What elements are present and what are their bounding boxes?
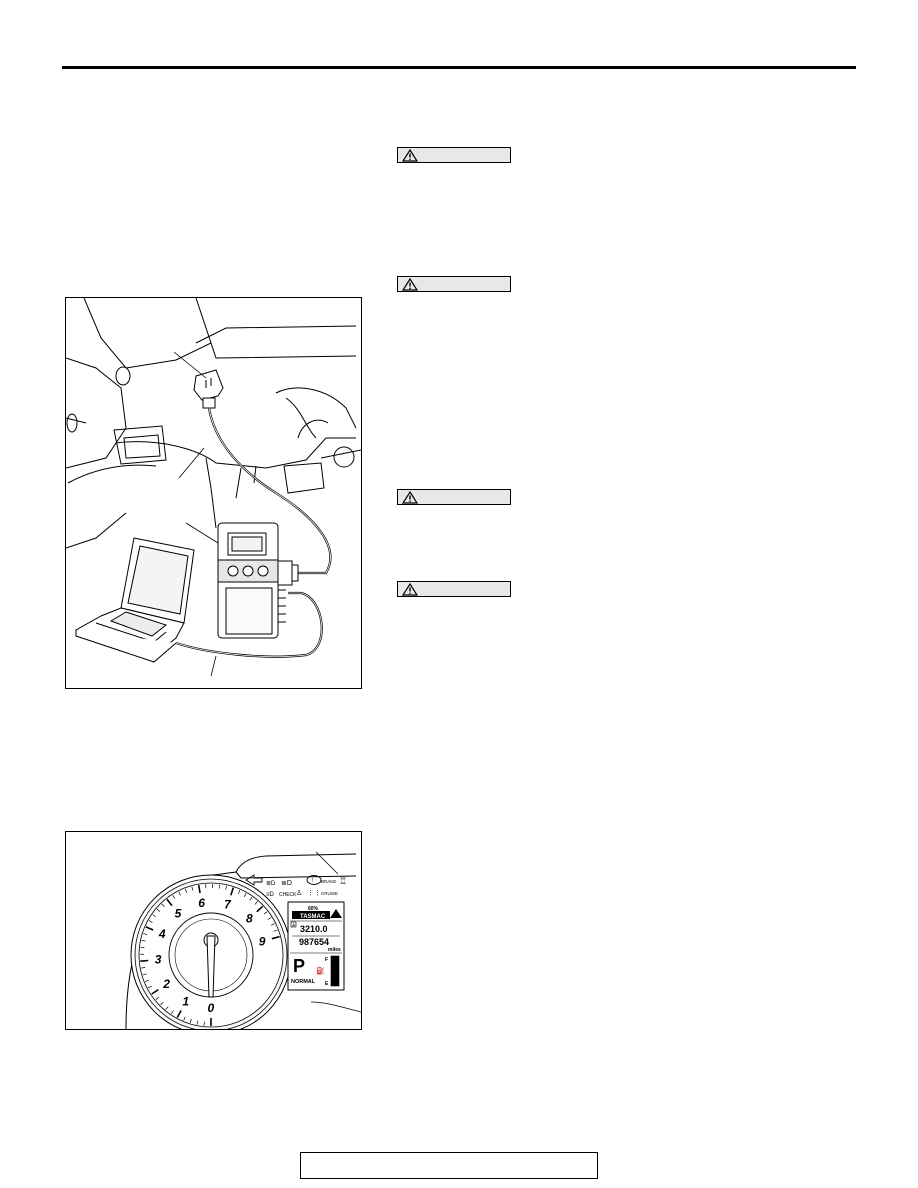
lcd-odometer-value: 987654 <box>299 937 329 947</box>
tach-minor-tick <box>141 967 146 969</box>
fuel-gauge-bar <box>330 955 340 987</box>
tach-number: 1 <box>182 995 189 1009</box>
svg-text:!: ! <box>312 878 313 884</box>
tach-minor-tick <box>143 933 148 936</box>
tach-minor-tick <box>263 911 268 915</box>
scan-tool-connection-illustration <box>66 298 361 677</box>
tach-minor-tick <box>178 891 181 896</box>
tach-minor-tick <box>184 888 187 893</box>
lcd-brand: TASMAC <box>300 914 326 920</box>
combination-meter-illustration: ≣D ≣D ≡D CHECK ♙ ⋮⋮ ! BRAKE CRUISE ♖ 0 12… <box>125 851 361 1029</box>
tach-minor-tick <box>225 885 227 890</box>
lcd-unit: miles <box>328 947 341 953</box>
svg-text:≣D: ≣D <box>281 878 292 887</box>
tach-minor-tick <box>243 893 247 897</box>
lcd-trip-marker: A <box>292 923 296 928</box>
svg-text:♙: ♙ <box>296 889 302 897</box>
check-indicator: CHECK <box>279 892 297 898</box>
tach-major-tick <box>256 905 264 913</box>
caution-box-4 <box>397 581 511 597</box>
tach-number: 7 <box>224 898 232 912</box>
tach-number: 2 <box>162 977 170 991</box>
svg-text:♖: ♖ <box>339 876 347 886</box>
tach-number: 4 <box>158 927 166 941</box>
page-footer-box <box>300 1152 598 1179</box>
tach-major-tick <box>230 887 235 896</box>
tach-major-tick <box>176 1010 182 1018</box>
tach-minor-tick <box>172 895 176 899</box>
tach-number: 5 <box>175 906 182 920</box>
tach-minor-tick <box>267 917 272 920</box>
svg-text:⋮⋮: ⋮⋮ <box>307 890 321 897</box>
tach-minor-tick <box>160 1001 164 1006</box>
laptop-icon <box>74 537 195 663</box>
tach-minor-tick <box>141 939 146 942</box>
diagnosis-connector-icon <box>193 369 224 409</box>
tach-minor-tick <box>161 903 165 908</box>
lcd-percent: 60% <box>308 906 319 912</box>
tach-minor-tick <box>165 1006 169 1010</box>
tach-minor-tick <box>147 985 152 989</box>
tach-minor-tick <box>254 901 258 905</box>
tach-minor-tick <box>270 923 275 926</box>
tach-minor-tick <box>273 929 278 932</box>
warning-triangle-icon <box>402 149 418 162</box>
lcd-gear: P <box>293 956 305 976</box>
tach-major-tick <box>166 898 173 907</box>
caution-box-2 <box>397 276 511 292</box>
tach-minor-tick <box>191 886 194 891</box>
warning-triangle-icon <box>402 583 418 596</box>
svg-text:≡D: ≡D <box>266 892 275 898</box>
fuel-pump-icon: ⛽ <box>316 966 325 975</box>
tach-minor-tick <box>249 896 253 901</box>
tach-number: 3 <box>155 953 162 967</box>
tach-minor-tick <box>171 1010 174 1015</box>
warning-triangle-icon <box>402 491 418 504</box>
tach-number: 9 <box>259 934 266 948</box>
tach-number: 6 <box>198 896 205 910</box>
tach-needle <box>206 935 216 998</box>
caution-box-1 <box>397 147 511 163</box>
tach-minor-tick <box>196 1020 199 1025</box>
tach-major-tick <box>271 935 280 940</box>
lcd-mode: NORMAL <box>291 979 316 985</box>
caution-box-3 <box>397 489 511 505</box>
scan-tool-connection-figure <box>65 297 362 689</box>
brake-indicator: BRAKE <box>321 879 336 884</box>
multi-information-display: 60% TASMAC A 3210.0 987654 miles P NORMA… <box>287 901 345 991</box>
header-rule <box>62 66 856 69</box>
vci-unit-icon <box>217 522 299 639</box>
tach-number: 0 <box>208 1001 215 1015</box>
tach-minor-tick <box>152 914 157 918</box>
tach-number: 8 <box>246 912 253 926</box>
tach-minor-tick <box>145 979 150 982</box>
cruise-indicator: CRUISE <box>321 891 338 896</box>
tach-major-tick <box>145 926 154 931</box>
tach-minor-tick <box>237 889 241 894</box>
tach-minor-tick <box>156 908 161 912</box>
tach-minor-tick <box>189 1018 192 1023</box>
lcd-trip-value: 3210.0 <box>300 924 328 934</box>
tach-minor-tick <box>155 996 160 1000</box>
tach-minor-tick <box>183 1016 186 1021</box>
tach-major-tick <box>151 988 159 995</box>
svg-text:≣D: ≣D <box>266 878 276 887</box>
tach-major-tick <box>197 884 201 894</box>
tach-minor-tick <box>142 973 147 976</box>
lcd-fuel-full: F <box>325 957 328 963</box>
lcd-fuel-empty: E <box>325 981 329 987</box>
tach-minor-tick <box>148 920 153 923</box>
tach-major-tick <box>140 959 149 962</box>
warning-triangle-icon <box>402 278 418 291</box>
